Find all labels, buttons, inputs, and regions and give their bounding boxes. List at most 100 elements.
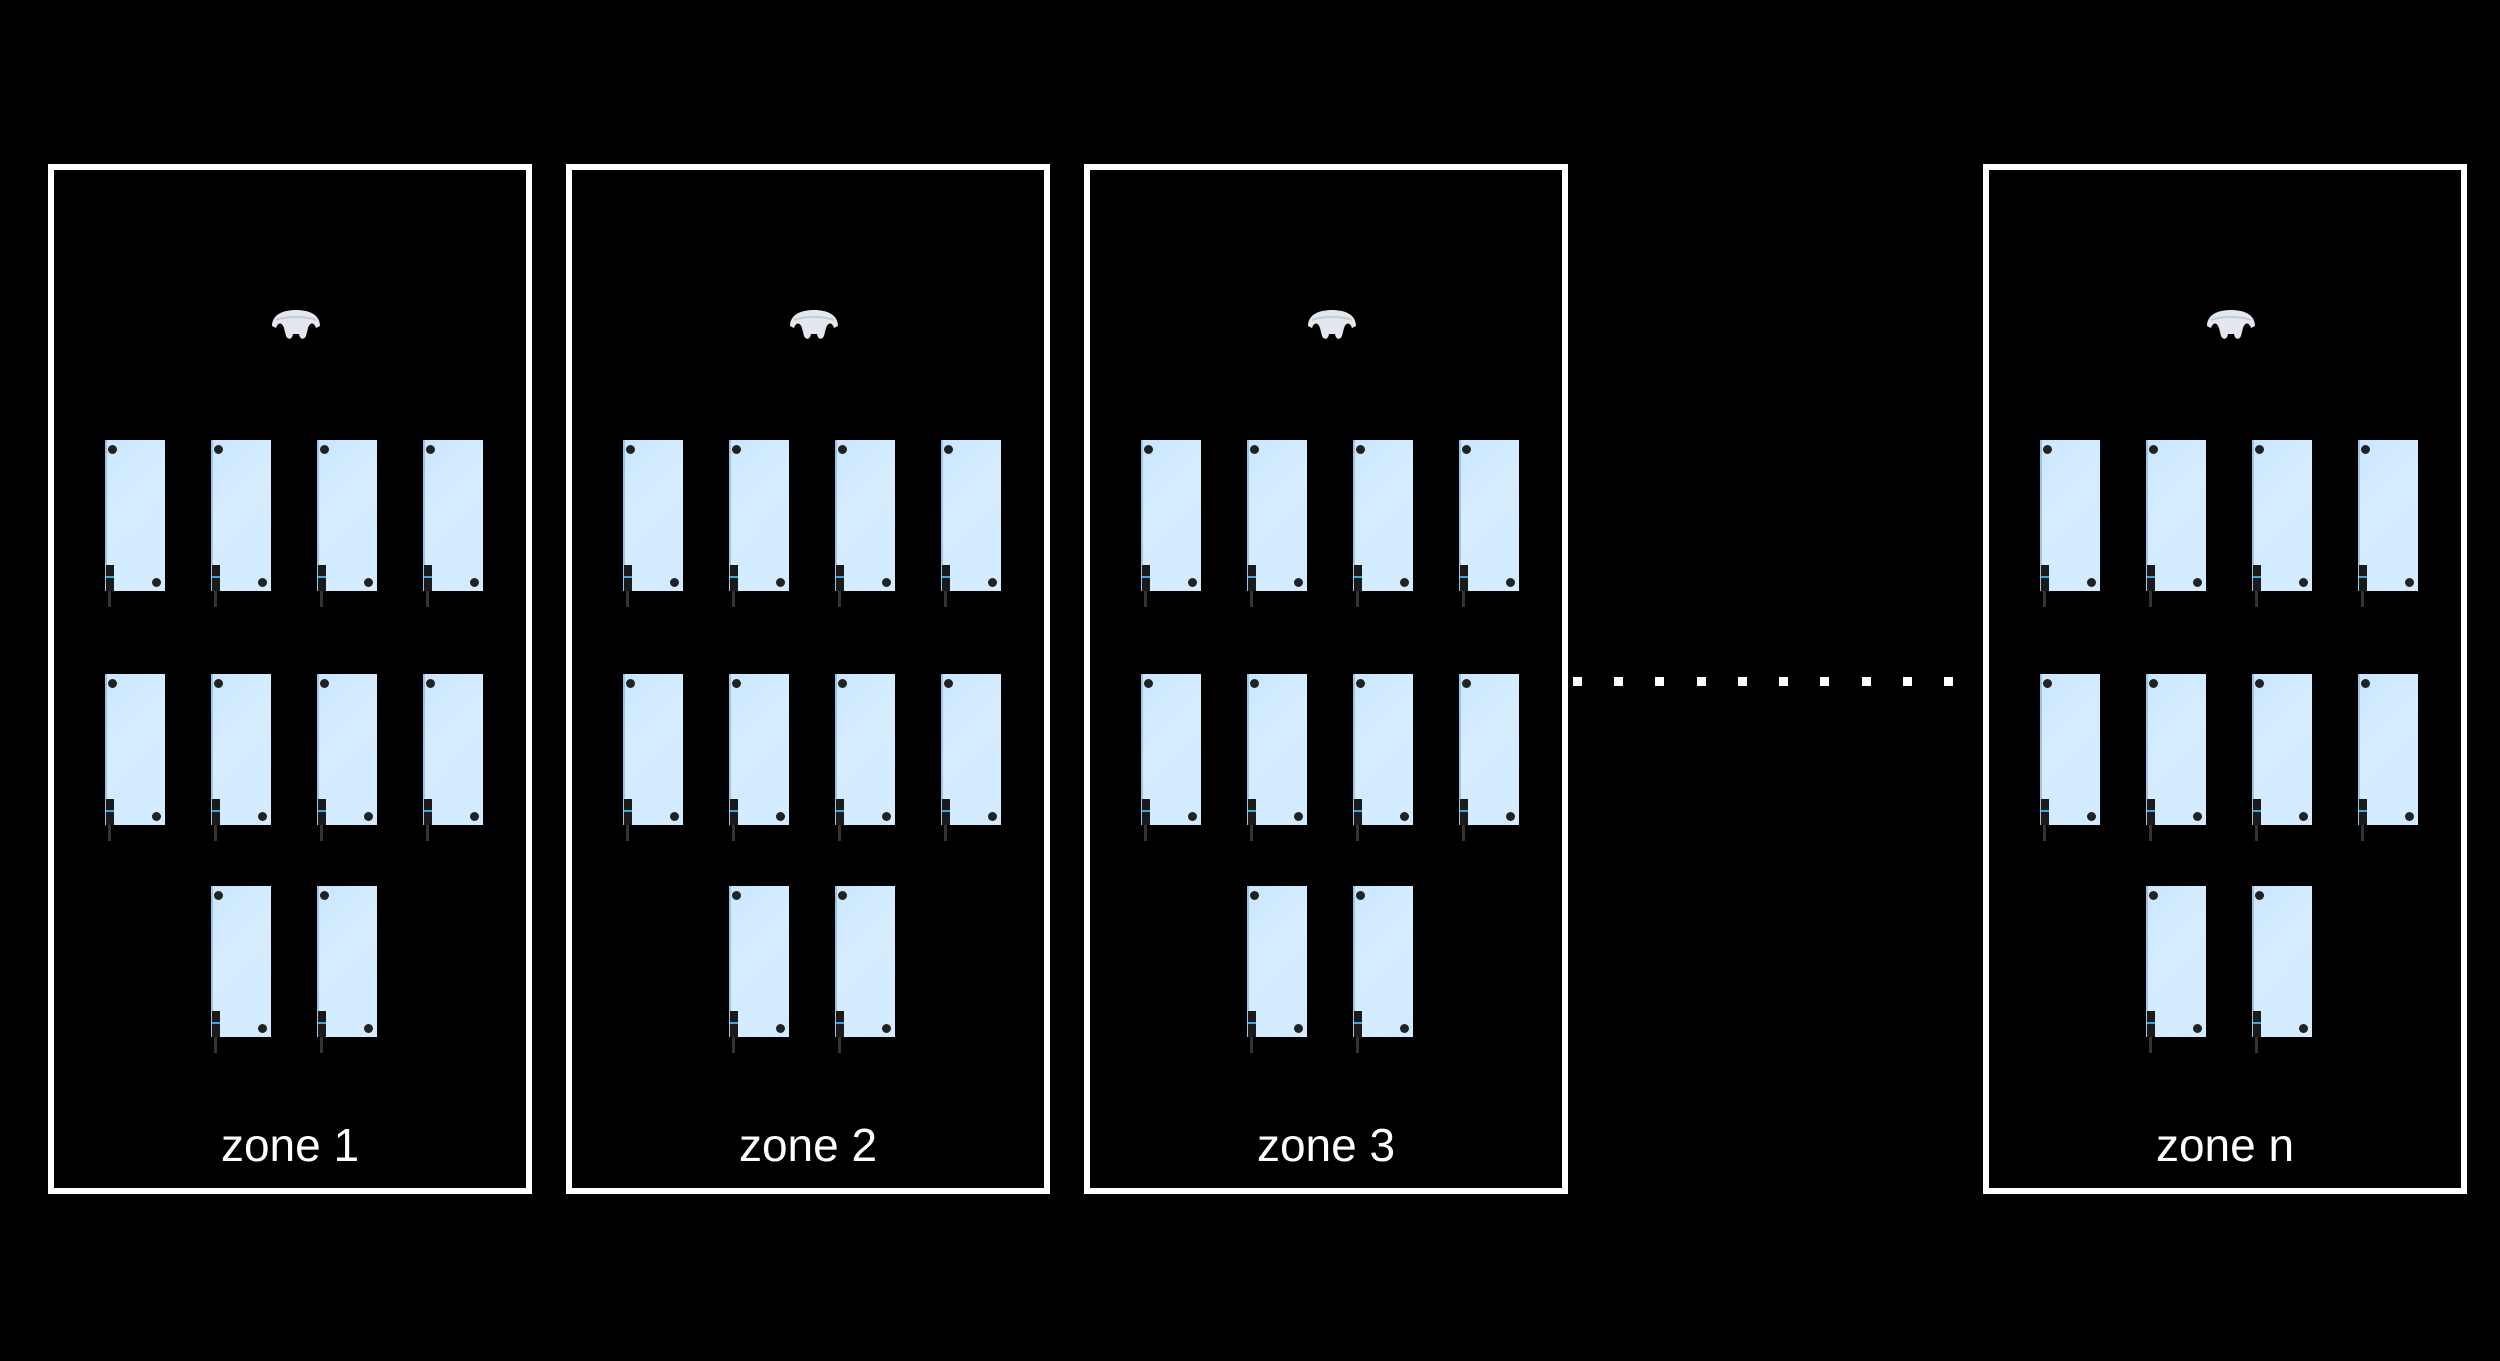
screw-icon <box>1188 812 1197 821</box>
screw-icon <box>882 812 891 821</box>
connector-icon <box>1248 799 1256 825</box>
zone-label: zone 1 <box>220 1119 360 1171</box>
sensor-device <box>423 440 483 607</box>
cable-icon <box>732 825 735 841</box>
cable-icon <box>626 825 629 841</box>
sensor-device <box>1247 886 1307 1053</box>
connector-icon <box>730 1011 738 1037</box>
screw-icon <box>258 578 267 587</box>
sensor-device <box>729 440 789 607</box>
cable-icon <box>1356 1037 1359 1053</box>
connector-icon <box>2041 565 2049 591</box>
connector-icon <box>836 1011 844 1037</box>
cable-icon <box>1250 1037 1253 1053</box>
cable-icon <box>320 825 323 841</box>
sensor-device <box>941 440 1001 607</box>
connector-icon <box>2359 799 2367 825</box>
screw-icon <box>258 1024 267 1033</box>
screw-icon <box>2043 445 2052 454</box>
screw-icon <box>944 679 953 688</box>
cable-icon <box>944 825 947 841</box>
connector-icon <box>1142 565 1150 591</box>
screw-icon <box>838 445 847 454</box>
screw-icon <box>776 812 785 821</box>
screw-icon <box>1250 891 1259 900</box>
screw-icon <box>1506 812 1515 821</box>
cable-icon <box>944 591 947 607</box>
sensor-device <box>1353 674 1413 841</box>
zone-box: zone 3 <box>1084 164 1568 1194</box>
sensor-device <box>2252 440 2312 607</box>
screw-icon <box>426 679 435 688</box>
screw-icon <box>882 578 891 587</box>
screw-icon <box>670 578 679 587</box>
sensor-device <box>317 440 377 607</box>
screw-icon <box>2193 812 2202 821</box>
sensor-device <box>105 440 165 607</box>
sensor-device <box>1247 674 1307 841</box>
screw-icon <box>2361 679 2370 688</box>
screw-icon <box>2255 891 2264 900</box>
screw-icon <box>1400 1024 1409 1033</box>
screw-icon <box>776 1024 785 1033</box>
connector-icon <box>106 565 114 591</box>
connector-icon <box>1460 799 1468 825</box>
zone-label: zone n <box>2155 1119 2295 1171</box>
cable-icon <box>214 825 217 841</box>
connector-icon <box>2147 799 2155 825</box>
drone-icon <box>790 310 838 339</box>
screw-icon <box>426 445 435 454</box>
connector-icon <box>2253 799 2261 825</box>
screw-icon <box>2255 679 2264 688</box>
screw-icon <box>214 445 223 454</box>
screw-icon <box>2299 1024 2308 1033</box>
cable-icon <box>2361 825 2364 841</box>
connector-icon <box>624 799 632 825</box>
cable-icon <box>1144 591 1147 607</box>
sensor-device <box>623 440 683 607</box>
sensor-device <box>211 886 271 1053</box>
screw-icon <box>732 891 741 900</box>
connector-icon <box>2041 799 2049 825</box>
screw-icon <box>626 679 635 688</box>
screw-icon <box>364 1024 373 1033</box>
connector-icon <box>2253 1011 2261 1037</box>
screw-icon <box>882 1024 891 1033</box>
sensor-device <box>317 674 377 841</box>
sensor-device <box>2358 440 2418 607</box>
cable-icon <box>2255 825 2258 841</box>
screw-icon <box>1506 578 1515 587</box>
sensor-device <box>1353 440 1413 607</box>
screw-icon <box>670 812 679 821</box>
connector-icon <box>942 565 950 591</box>
connector-icon <box>942 799 950 825</box>
screw-icon <box>320 891 329 900</box>
sensor-device <box>2146 674 2206 841</box>
screw-icon <box>2149 445 2158 454</box>
connector-icon <box>424 799 432 825</box>
screw-icon <box>2043 679 2052 688</box>
cable-icon <box>426 591 429 607</box>
screw-icon <box>732 679 741 688</box>
sensor-device <box>211 674 271 841</box>
connector-icon <box>2147 565 2155 591</box>
screw-icon <box>1462 679 1471 688</box>
cable-icon <box>2043 591 2046 607</box>
sensor-device <box>941 674 1001 841</box>
continuation-dots <box>1573 677 1953 686</box>
screw-icon <box>2087 578 2096 587</box>
screw-icon <box>838 891 847 900</box>
sensor-device <box>2146 440 2206 607</box>
screw-icon <box>258 812 267 821</box>
sensor-device <box>623 674 683 841</box>
connector-icon <box>1460 565 1468 591</box>
connector-icon <box>1354 1011 1362 1037</box>
cable-icon <box>426 825 429 841</box>
screw-icon <box>2193 1024 2202 1033</box>
sensor-device <box>1141 440 1201 607</box>
connector-icon <box>318 1011 326 1037</box>
sensor-device <box>2358 674 2418 841</box>
zone-box: zone 2 <box>566 164 1050 1194</box>
connector-icon <box>318 799 326 825</box>
cable-icon <box>108 591 111 607</box>
